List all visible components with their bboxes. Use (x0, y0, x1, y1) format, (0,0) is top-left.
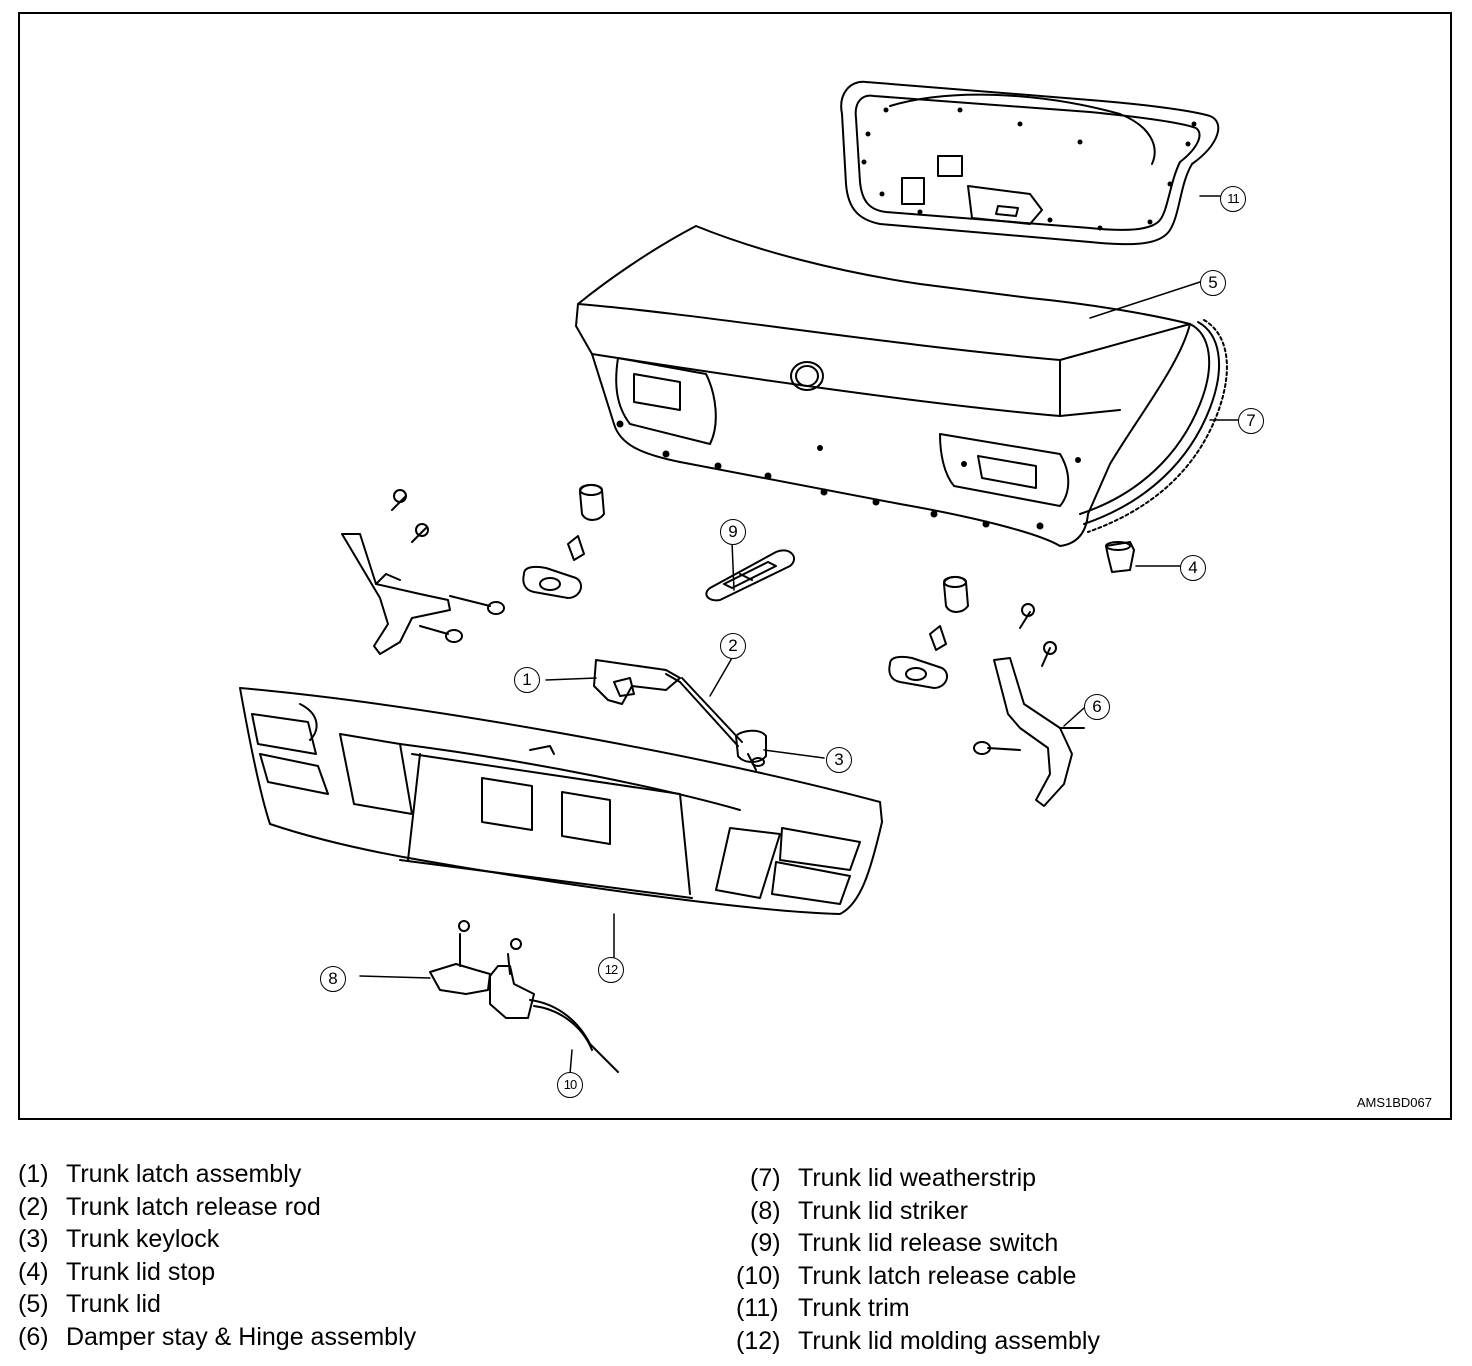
legend-label: Trunk lid release switch (798, 1229, 1059, 1258)
right-keylock-cylinder-part (888, 576, 969, 689)
trunk-lid-molding-assembly-part (239, 687, 883, 915)
trunk-latch-release-cable-part (529, 999, 619, 1073)
callout-4: 4 (1180, 555, 1206, 581)
callout-5: 5 (1200, 270, 1226, 296)
legend-label: Trunk lid striker (798, 1196, 968, 1225)
callout-6: 6 (1084, 694, 1110, 720)
legend-label: Trunk keylock (66, 1225, 220, 1254)
trunk-lid-stop-part (1105, 541, 1135, 573)
trunk-lid-weatherstrip-part (1079, 319, 1228, 533)
left-keylock-cylinder-part (522, 484, 605, 599)
legend-label: Trunk lid molding assembly (798, 1326, 1100, 1355)
legend-number: (6) (18, 1322, 49, 1351)
legend-number: (12) (736, 1326, 781, 1355)
trunk-lid-release-switch-part (705, 549, 795, 602)
legend-label: Trunk trim (798, 1294, 910, 1323)
legend-number: (11) (736, 1294, 779, 1323)
callout-9: 9 (720, 519, 746, 545)
legend-number: (5) (18, 1290, 49, 1319)
legend-number: (10) (736, 1261, 781, 1290)
legend-number: (7) (750, 1164, 781, 1192)
callout-1: 1 (514, 667, 540, 693)
exploded-diagram-frame: 1 2 3 4 5 6 7 8 9 10 11 12 AMS1BD067 (18, 12, 1452, 1120)
callout-7: 7 (1238, 408, 1264, 434)
trunk-lid-part (575, 225, 1191, 547)
right-hinge-part (973, 603, 1085, 807)
legend-number: (1) (18, 1160, 49, 1188)
callout-11: 11 (1220, 186, 1246, 212)
left-hinge-part (341, 489, 505, 655)
trunk-latch-release-rod-part (679, 677, 743, 747)
legend-label: Trunk latch release cable (798, 1261, 1077, 1290)
legend-label: Trunk lid stop (66, 1257, 216, 1286)
trunk-latch-assembly-part (593, 659, 681, 705)
callout-12: 12 (598, 957, 624, 983)
legend-number: (2) (18, 1192, 49, 1221)
trunk-lid-striker-part (429, 920, 535, 1019)
callout-3: 3 (826, 747, 852, 773)
legend-number: (3) (18, 1225, 49, 1254)
trunk-trim-part (840, 80, 1220, 246)
leader-lines (359, 195, 1239, 1075)
legend-label: Damper stay & Hinge assembly (66, 1322, 417, 1351)
legend-label: Trunk latch assembly (66, 1160, 302, 1188)
trunk-keylock-part (735, 729, 767, 771)
callout-2: 2 (720, 633, 746, 659)
legend-number: (4) (18, 1257, 49, 1286)
legend-label: Trunk lid weatherstrip (798, 1164, 1037, 1192)
legend-label: Trunk latch release rod (66, 1192, 321, 1221)
legend-label: Trunk lid (66, 1290, 161, 1319)
legend-number: (9) (750, 1229, 781, 1258)
callout-8: 8 (320, 966, 346, 992)
callout-10: 10 (557, 1072, 583, 1098)
figure-code-label: AMS1BD067 (1356, 1095, 1432, 1110)
legend-number: (8) (750, 1196, 781, 1225)
